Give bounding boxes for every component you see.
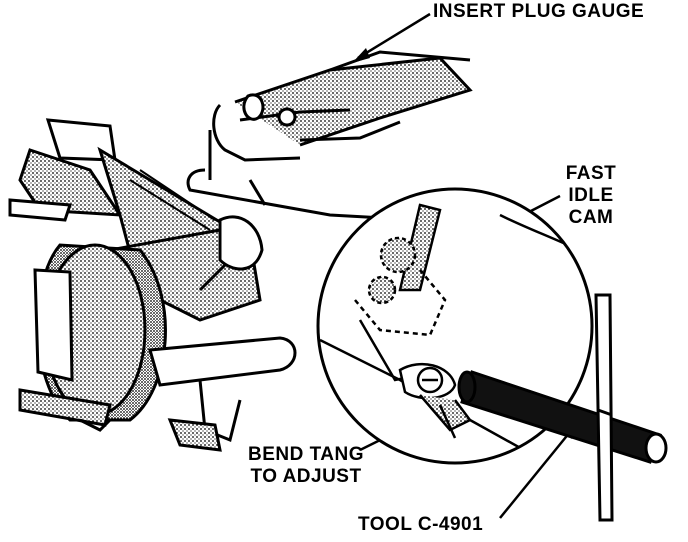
label-fast-line: FAST	[565, 163, 617, 184]
leader-insert-plug-gauge	[357, 12, 431, 60]
label-cam-line: CAM	[568, 207, 614, 228]
tool-c-4901	[457, 293, 668, 522]
label-bend-tang-line: BEND TANG	[248, 444, 365, 465]
label-insert-plug-gauge: INSERT PLUG GAUGE	[433, 1, 645, 22]
plug-gauge-assembly	[186, 50, 473, 222]
label-fast-idle-cam: FAST IDLE CAM	[556, 163, 626, 229]
carburetor-body	[8, 118, 297, 452]
label-to-adjust-line: TO ADJUST	[250, 466, 362, 487]
label-bend-tang-to-adjust: BEND TANG TO ADJUST	[248, 444, 364, 488]
label-tool-c-4901: TOOL C-4901	[358, 514, 484, 535]
leader-tool	[499, 431, 571, 519]
label-idle-line: IDLE	[568, 185, 614, 206]
